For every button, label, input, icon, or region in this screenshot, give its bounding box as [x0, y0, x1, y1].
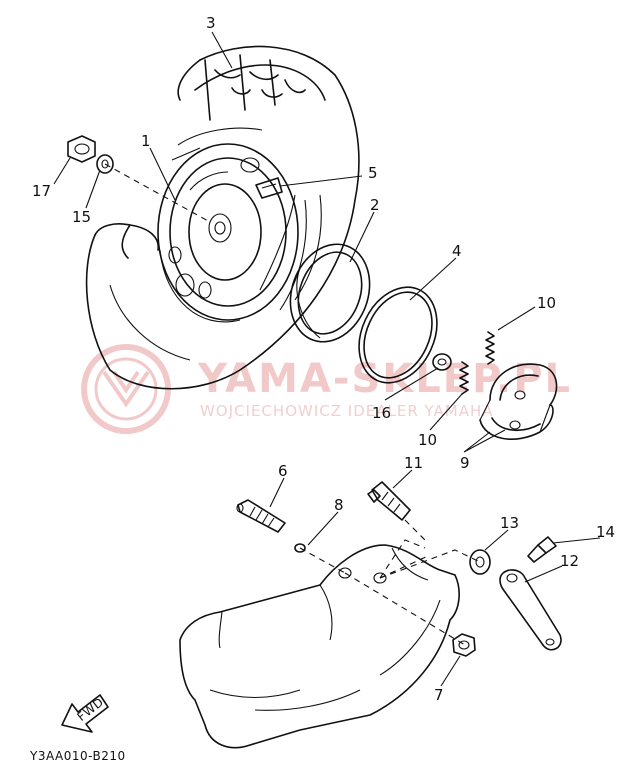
callout-10-upper: 10 [537, 294, 556, 312]
transmission-case [179, 544, 460, 749]
leader-lines [53, 31, 601, 687]
washer-8 [294, 543, 306, 553]
callout-8: 8 [334, 496, 344, 514]
hub-ring [289, 243, 371, 343]
fwd-arrow: FWD [61, 694, 109, 733]
callout-7: 7 [434, 686, 444, 704]
circlip [432, 353, 452, 371]
nut-7 [452, 633, 476, 657]
callout-4: 4 [452, 242, 462, 260]
callout-16: 16 [372, 404, 391, 422]
callout-12: 12 [560, 552, 579, 570]
watermark-logo-mark [102, 370, 150, 408]
assembly-dashed-lines [299, 519, 481, 646]
washer-15 [96, 154, 114, 174]
callout-15: 15 [72, 208, 91, 226]
axle-nut [67, 135, 96, 163]
callout-11: 11 [404, 454, 423, 472]
diagram-code: Y3AA010-B210 [29, 749, 126, 763]
tire [85, 45, 360, 390]
callout-2: 2 [370, 196, 380, 214]
axle-axis-line [104, 163, 211, 223]
watermark-brand: YAMA-SKLEP.PL [197, 356, 572, 402]
washer-13 [469, 549, 491, 575]
spring-upper [485, 331, 495, 365]
bolt-14 [527, 536, 557, 563]
watermark-tagline: WOJCIECHOWICZ IDEALER YAMAHA [200, 402, 494, 420]
watermark-logo-inner [94, 357, 158, 421]
callout-3: 3 [206, 14, 216, 32]
cam-lever [499, 569, 562, 651]
callout-numbers: 3 1 5 2 4 10 17 15 16 10 9 6 11 8 13 14 … [32, 14, 615, 704]
callout-13: 13 [500, 514, 519, 532]
valve [255, 177, 283, 199]
callout-14: 14 [596, 523, 615, 541]
watermark: YAMA-SKLEP.PL WOJCIECHOWICZ IDEALER YAMA… [81, 344, 572, 434]
callout-6: 6 [278, 462, 288, 480]
callout-5: 5 [368, 164, 378, 182]
spring-lower [459, 361, 469, 395]
callout-1: 1 [141, 132, 151, 150]
cam-shaft [367, 481, 411, 521]
shaft-6 [236, 499, 286, 533]
callout-9: 9 [460, 454, 470, 472]
callout-10-lower: 10 [418, 431, 437, 449]
wheel-rim [157, 143, 299, 323]
callout-17: 17 [32, 182, 51, 200]
